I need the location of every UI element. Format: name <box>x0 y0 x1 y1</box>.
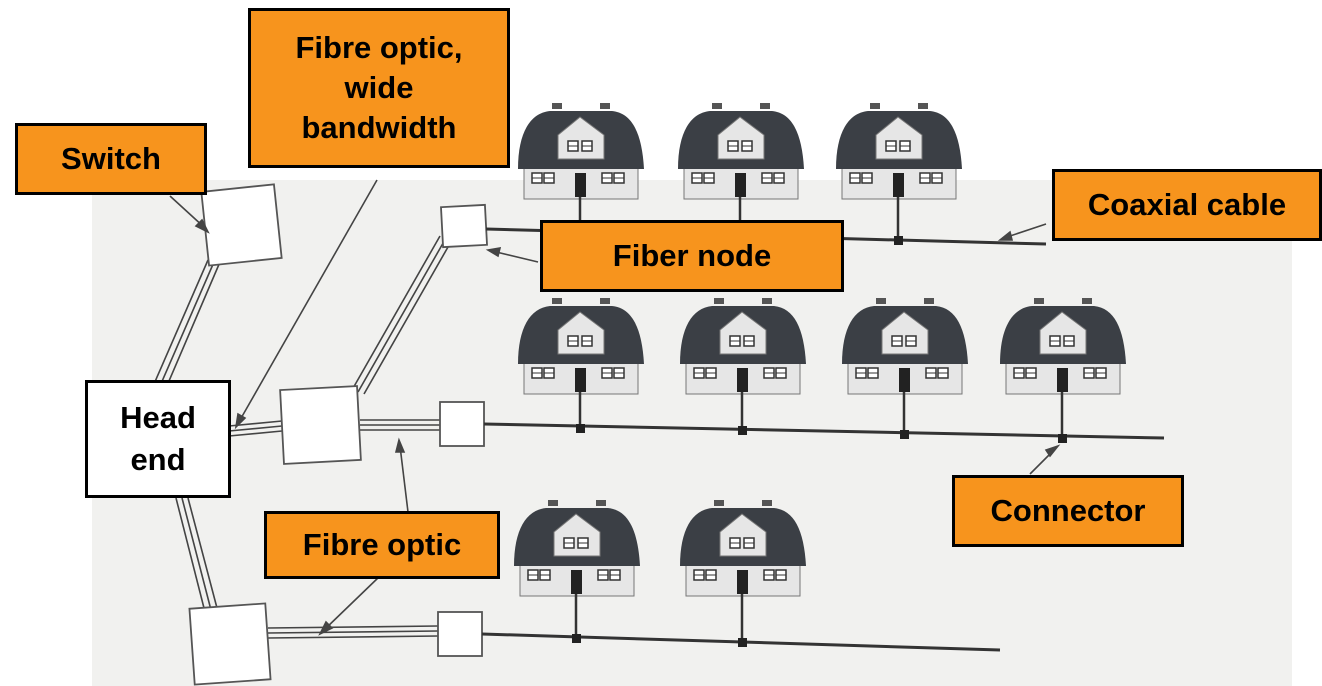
fibre-trunk-lines <box>153 235 453 639</box>
fiber-node-middle <box>439 401 485 447</box>
house <box>518 298 644 433</box>
switch-box-lower <box>188 602 272 686</box>
house <box>514 500 640 643</box>
coaxial-cable-label: Coaxial cable <box>1052 169 1322 241</box>
switch-box-upper <box>200 183 283 267</box>
fibre-wide-line-2: wide <box>344 69 414 105</box>
head-end-line-2: end <box>130 442 186 477</box>
switch-box-middle <box>279 385 362 465</box>
house <box>836 103 962 245</box>
head-end-line-1: Head <box>120 400 196 436</box>
house <box>680 298 806 435</box>
fibre-wide-bandwidth-label: Fibre optic, wide bandwidth <box>248 8 510 168</box>
fiber-node-upper <box>440 203 488 249</box>
fiber-node-label: Fiber node <box>540 220 844 292</box>
fibre-optic-label: Fibre optic <box>264 511 500 579</box>
head-end-box: Head end <box>85 380 231 498</box>
switch-label: Switch <box>15 123 207 195</box>
house <box>678 103 804 241</box>
house <box>1000 298 1126 443</box>
house <box>518 103 644 237</box>
houses <box>514 103 1126 647</box>
callout-pointers <box>169 179 1061 636</box>
connector-label: Connector <box>952 475 1184 547</box>
fiber-node-lower <box>437 611 483 657</box>
house <box>842 298 968 439</box>
house <box>680 500 806 647</box>
fibre-wide-line-3: bandwidth <box>301 110 457 146</box>
fibre-wide-line-1: Fibre optic, <box>295 29 463 65</box>
